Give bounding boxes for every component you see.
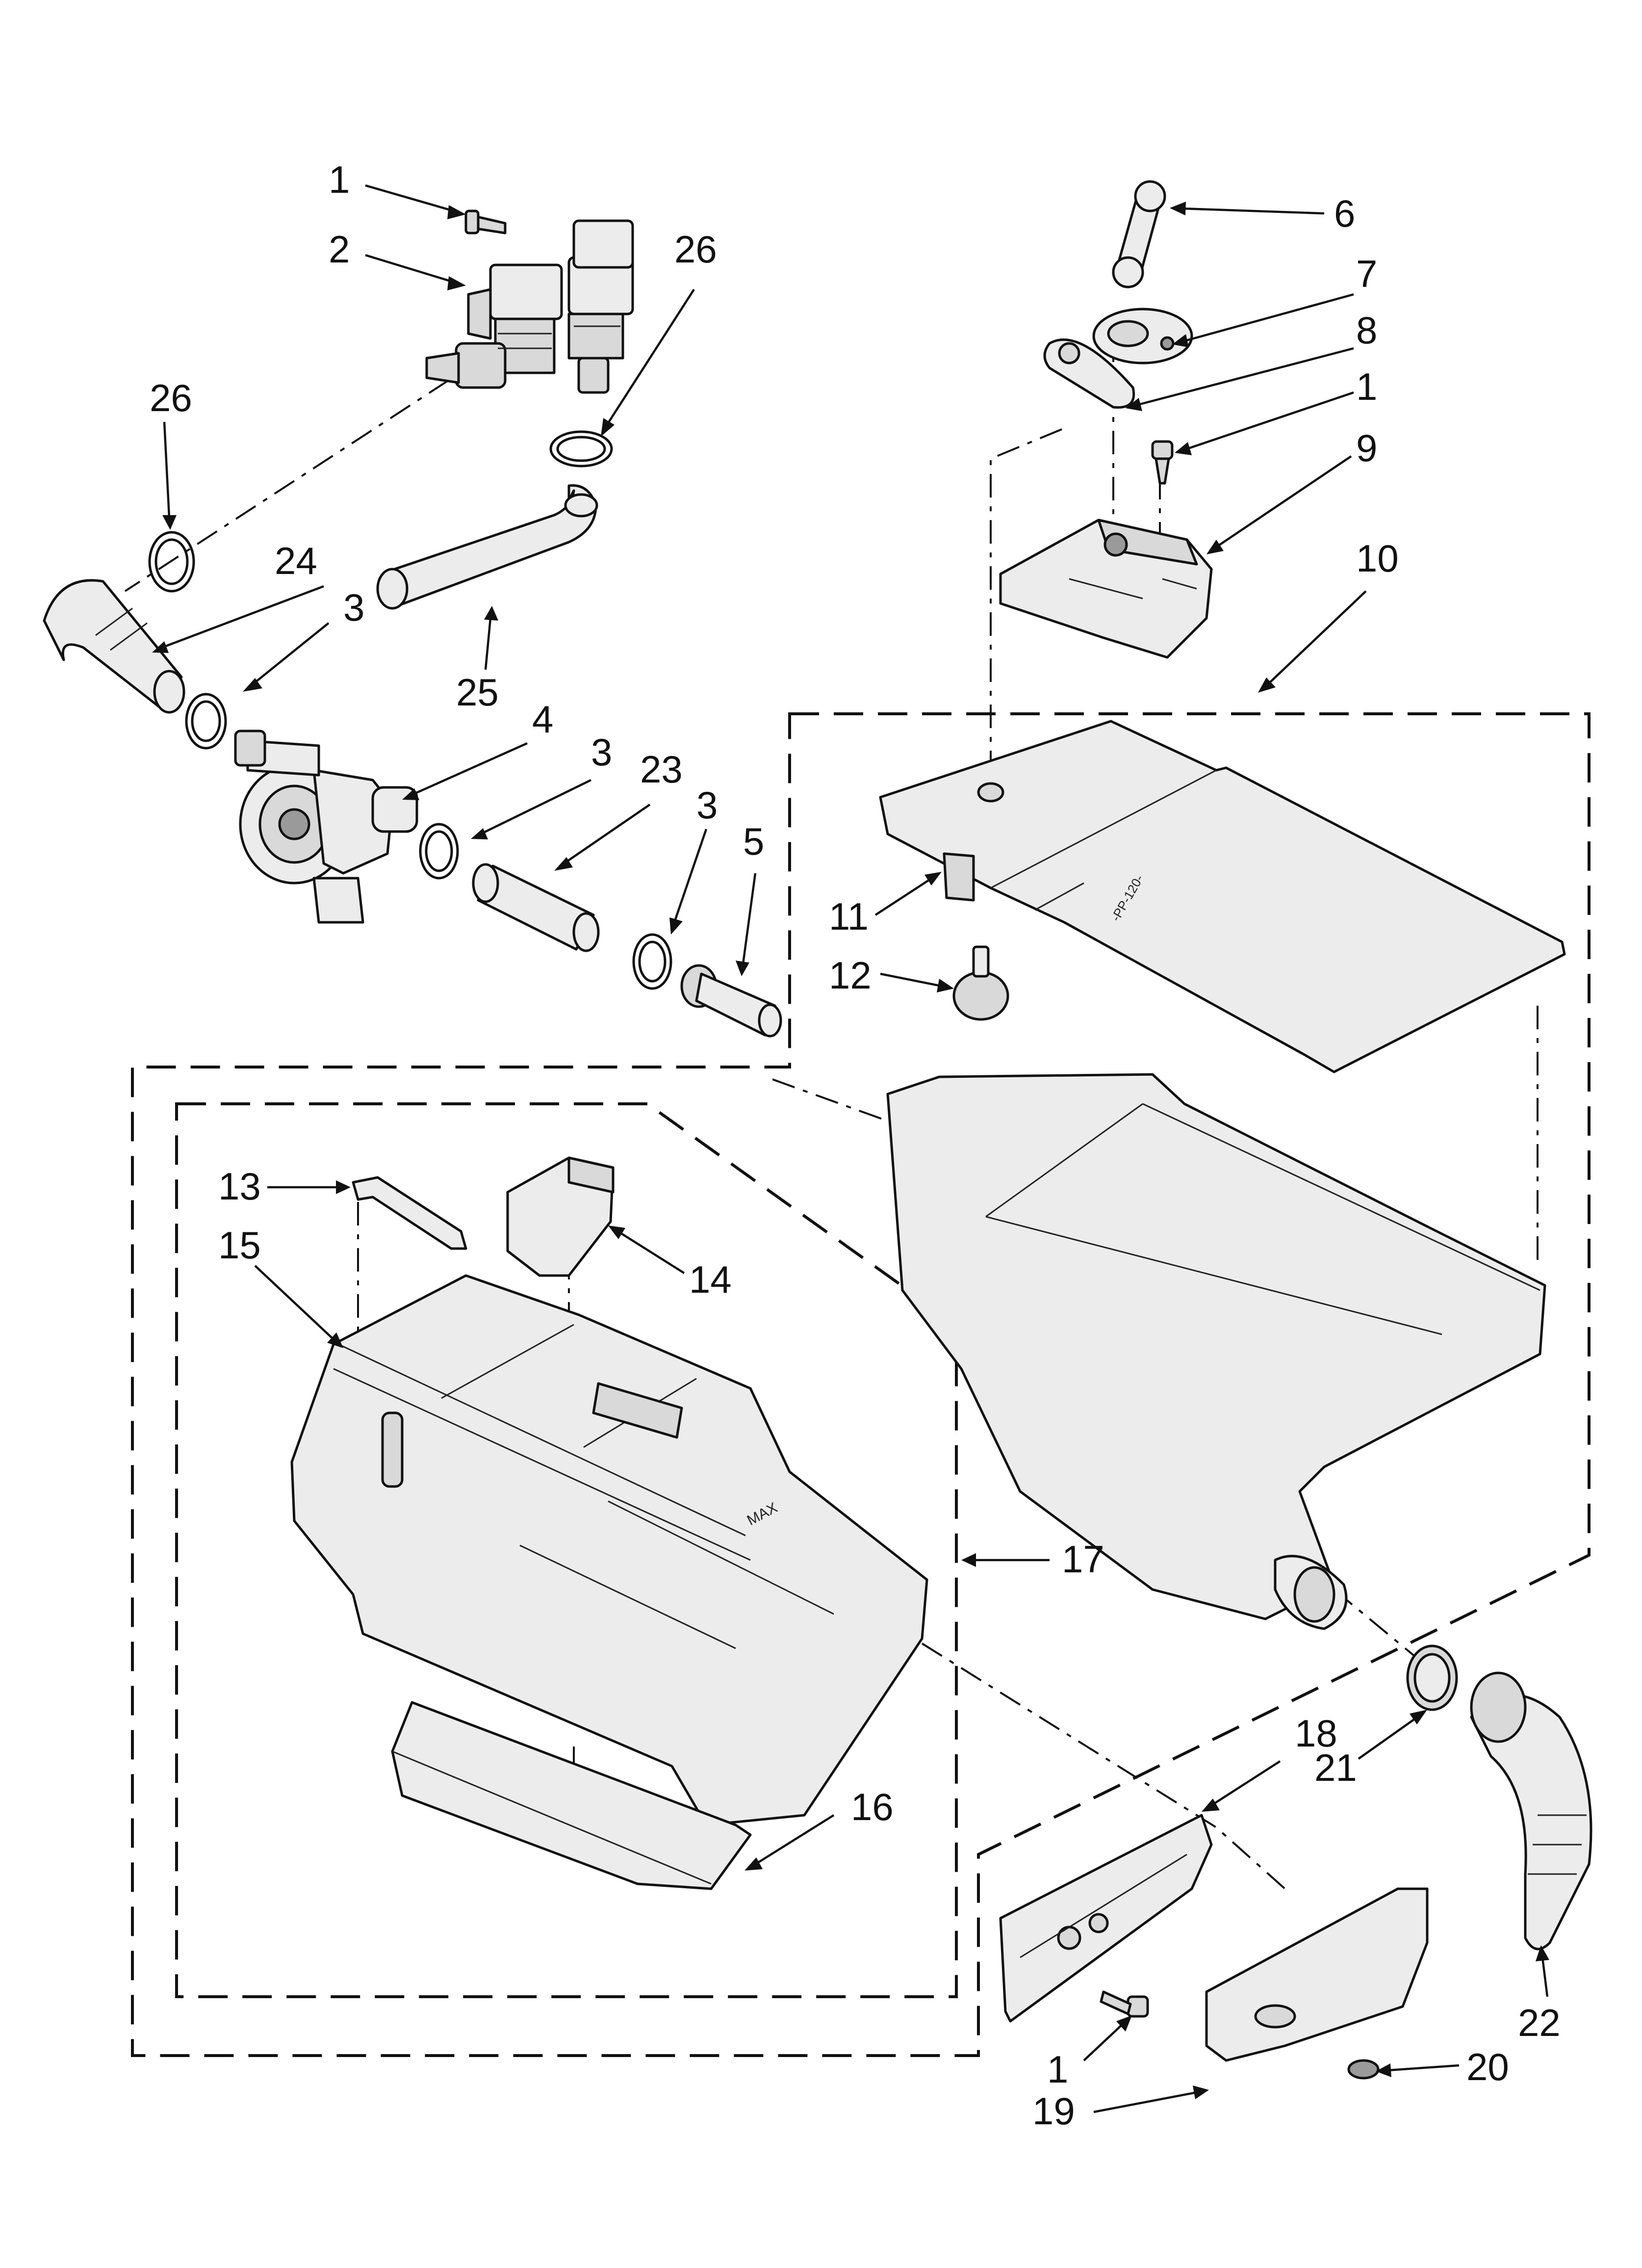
callout-22: 22 <box>1518 2001 1561 2044</box>
leaders <box>152 184 1549 2113</box>
inlet-valve-2 <box>425 219 634 394</box>
centerline-tray-front <box>921 1642 1286 1890</box>
callout-17: 17 <box>1062 1538 1104 1581</box>
callout-18: 18 <box>1295 1712 1337 1755</box>
callout-6: 6 <box>1334 192 1355 235</box>
link-6 <box>1112 180 1166 288</box>
callout-5: 5 <box>743 820 764 863</box>
handle-19 <box>1205 1887 1429 2062</box>
callout-4: 4 <box>532 698 553 741</box>
tube-23 <box>472 863 600 952</box>
callout-16: 16 <box>851 1785 894 1828</box>
clamp-3-middle <box>419 823 459 880</box>
callout-1: 1 <box>1047 2048 1068 2091</box>
clamp-3-right <box>632 933 672 990</box>
tray-front-16 <box>391 1701 752 1890</box>
clamp-3-left <box>185 693 227 750</box>
clamp-26-right <box>549 430 613 468</box>
callout-13: 13 <box>218 1165 261 1208</box>
callout-3: 3 <box>696 783 718 827</box>
callout-1: 1 <box>1356 365 1377 408</box>
hose-25 <box>376 484 598 610</box>
tray-15: MAX <box>290 1274 928 1826</box>
group-box-17 <box>175 1102 958 1998</box>
callout-26: 26 <box>150 376 192 419</box>
callout-3: 3 <box>343 586 364 629</box>
badge-20 <box>1347 2059 1380 2080</box>
clip-11 <box>943 852 975 902</box>
hose-24 <box>43 579 185 714</box>
callout-19: 19 <box>1032 2089 1075 2133</box>
callout-8: 8 <box>1356 309 1377 352</box>
callout-21: 21 <box>1314 1746 1357 1789</box>
screw-1-mid <box>1151 440 1174 485</box>
callout-26: 26 <box>674 228 717 271</box>
latch-13 <box>352 1176 467 1250</box>
bellows-22 <box>1470 1671 1592 1951</box>
callout-25: 25 <box>456 671 499 714</box>
seal-21 <box>1406 1644 1458 1711</box>
centerline-lid-actuator <box>990 428 1062 785</box>
callout-11: 11 <box>829 895 869 938</box>
callout-labels: 1 2 26 26 24 3 25 4 3 23 3 5 6 7 8 1 9 1… <box>150 158 1561 2133</box>
air-trap-4 <box>234 730 418 924</box>
group-box-10 <box>131 712 1591 2057</box>
callout-12: 12 <box>829 954 872 997</box>
cam-7 <box>1092 308 1193 365</box>
plate-8 <box>1043 338 1135 409</box>
callout-3: 3 <box>591 730 612 774</box>
callout-15: 15 <box>218 1224 261 1267</box>
callout-20: 20 <box>1466 2045 1509 2088</box>
actuator-9 <box>999 519 1213 659</box>
callout-7: 7 <box>1356 252 1377 295</box>
knob-12 <box>952 945 1009 1021</box>
callout-9: 9 <box>1356 426 1377 469</box>
callout-14: 14 <box>689 1258 732 1301</box>
screw-1-bottom <box>1100 1990 1149 2018</box>
cup-14 <box>506 1156 615 1277</box>
callout-10: 10 <box>1356 537 1399 580</box>
fitting-5 <box>680 964 782 1038</box>
callout-23: 23 <box>640 748 683 791</box>
dispenser-housing <box>886 1073 1546 1630</box>
callout-1: 1 <box>329 158 350 201</box>
callout-2: 2 <box>329 228 350 271</box>
callout-24: 24 <box>275 539 317 582</box>
clamp-26-left <box>148 531 195 593</box>
screw-1-top <box>464 209 507 235</box>
centerline-hose-5 <box>772 1078 888 1122</box>
centerline-valve-hose <box>124 379 450 592</box>
bracket-18 <box>999 1814 1213 2023</box>
